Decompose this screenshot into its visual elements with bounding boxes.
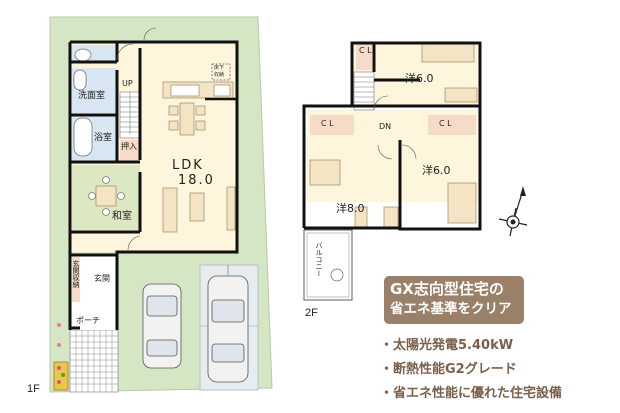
label-cl-left: C L xyxy=(321,119,334,128)
label-ldk-size: 18.0 xyxy=(178,173,215,188)
badge-line-1: GX志向型住宅の xyxy=(390,280,504,298)
label-west-room-3: 洋8.0 xyxy=(336,202,365,215)
label-cl-small: C L xyxy=(359,46,372,55)
label-ldk-name: LDK xyxy=(172,158,204,173)
label-entrance: 玄関 xyxy=(94,274,110,283)
label-entrance-storage: 玄関収納 xyxy=(72,260,80,288)
label-west-room-2: 洋6.0 xyxy=(422,164,451,177)
label-underfloor-2: 収納 xyxy=(214,72,225,78)
feature-list: ・太陽光発電5.40kW ・断熱性能G2グレード ・省エネ性能に優れた住宅設備 xyxy=(380,334,562,406)
label-bathroom: 浴室 xyxy=(94,133,113,143)
gx-badge: GX志向型住宅の 省エネ基準をクリア xyxy=(384,276,524,324)
label-stairs-up: UP xyxy=(122,79,133,88)
label-porch: ポーチ xyxy=(76,316,100,325)
feature-insulation: ・断熱性能G2グレード xyxy=(380,362,517,377)
label-cl-right: C L xyxy=(439,119,452,128)
north-compass-icon xyxy=(498,186,528,237)
label-washroom: 洗面室 xyxy=(78,91,106,101)
feature-solar: ・太陽光発電5.40kW xyxy=(380,338,514,353)
feature-equipment: ・省エネ性能に優れた住宅設備 xyxy=(380,386,563,401)
car-2 xyxy=(207,275,249,383)
label-west-room-1: 洋6.0 xyxy=(405,72,434,85)
label-stairs-dn: DN xyxy=(379,122,392,131)
badge-line-2: 省エネ基準をクリア xyxy=(390,301,512,317)
car-1 xyxy=(142,283,182,369)
floor-label-2f: 2F xyxy=(305,307,318,319)
floor-label-1f: 1F xyxy=(27,383,40,395)
label-balcony: バルコニー xyxy=(315,242,323,277)
label-underfloor-1: 床下 xyxy=(214,65,225,71)
label-japanese-room: 和室 xyxy=(112,211,132,222)
label-closet: 押入 xyxy=(121,142,137,151)
